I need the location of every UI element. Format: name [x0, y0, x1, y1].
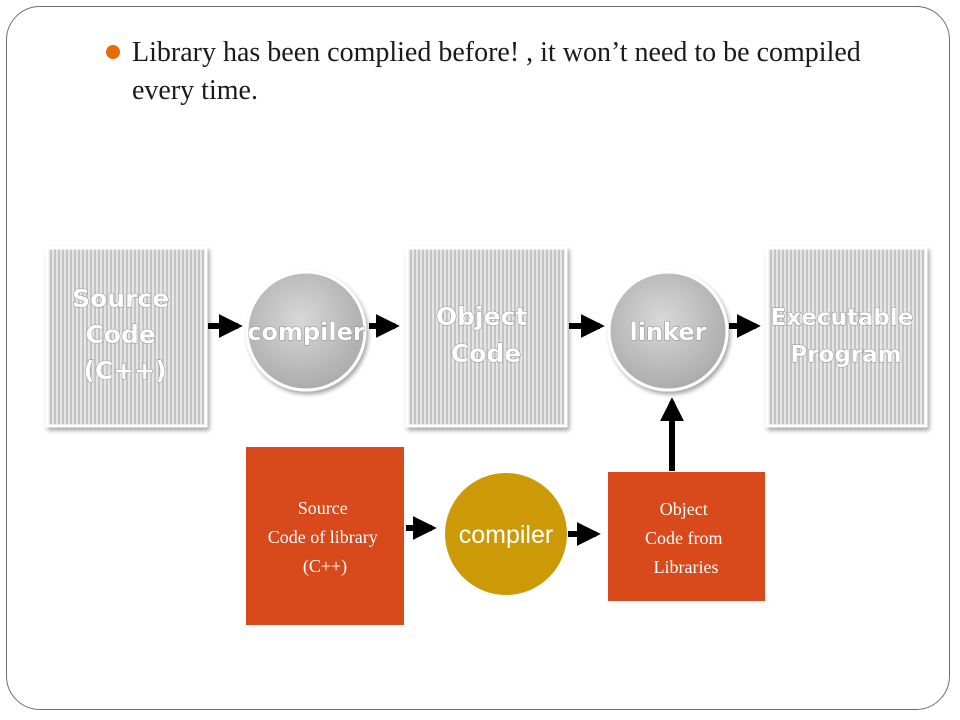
- compiler-circle: [245, 270, 367, 392]
- object-code-line-2: Code: [451, 339, 521, 368]
- library-compiler-circle: [445, 473, 567, 595]
- library-source-line-2: Code of library: [268, 527, 378, 547]
- library-object-line-3: Libraries: [654, 557, 719, 577]
- executable-program-box: [765, 246, 928, 428]
- object-code-line-1: Object: [436, 302, 527, 331]
- object-code-box: [405, 246, 568, 428]
- compiler-label: compiler: [247, 318, 365, 346]
- source-code-line-3: (C++): [83, 356, 166, 385]
- library-source-line-3: (C++): [303, 556, 347, 577]
- source-code-box: [45, 246, 208, 428]
- bullet-marker: [106, 45, 120, 59]
- source-code-line-2: Code: [85, 320, 155, 349]
- library-source-box: [246, 447, 404, 625]
- library-source-line-1: Source: [298, 498, 348, 518]
- linker-circle: [607, 270, 729, 392]
- library-object-line-1: Object: [660, 499, 708, 519]
- source-code-line-1: Source: [72, 284, 169, 313]
- source-code-label: Source Code (C++): [72, 284, 178, 385]
- library-object-label: Object Code from Libraries: [645, 499, 727, 577]
- linker-label: linker: [630, 318, 707, 346]
- bullet-text: Library has been complied before! , it w…: [132, 37, 861, 106]
- library-source-label: Source Code of library (C++): [268, 498, 382, 577]
- executable-program-label: Executable Program: [771, 305, 922, 368]
- executable-line-2: Program: [790, 342, 901, 368]
- executable-line-1: Executable: [771, 305, 914, 331]
- object-code-label: Object Code: [436, 302, 536, 368]
- library-object-box: [608, 472, 765, 601]
- library-object-line-2: Code from: [645, 528, 722, 548]
- library-compiler-label: compiler: [459, 521, 553, 549]
